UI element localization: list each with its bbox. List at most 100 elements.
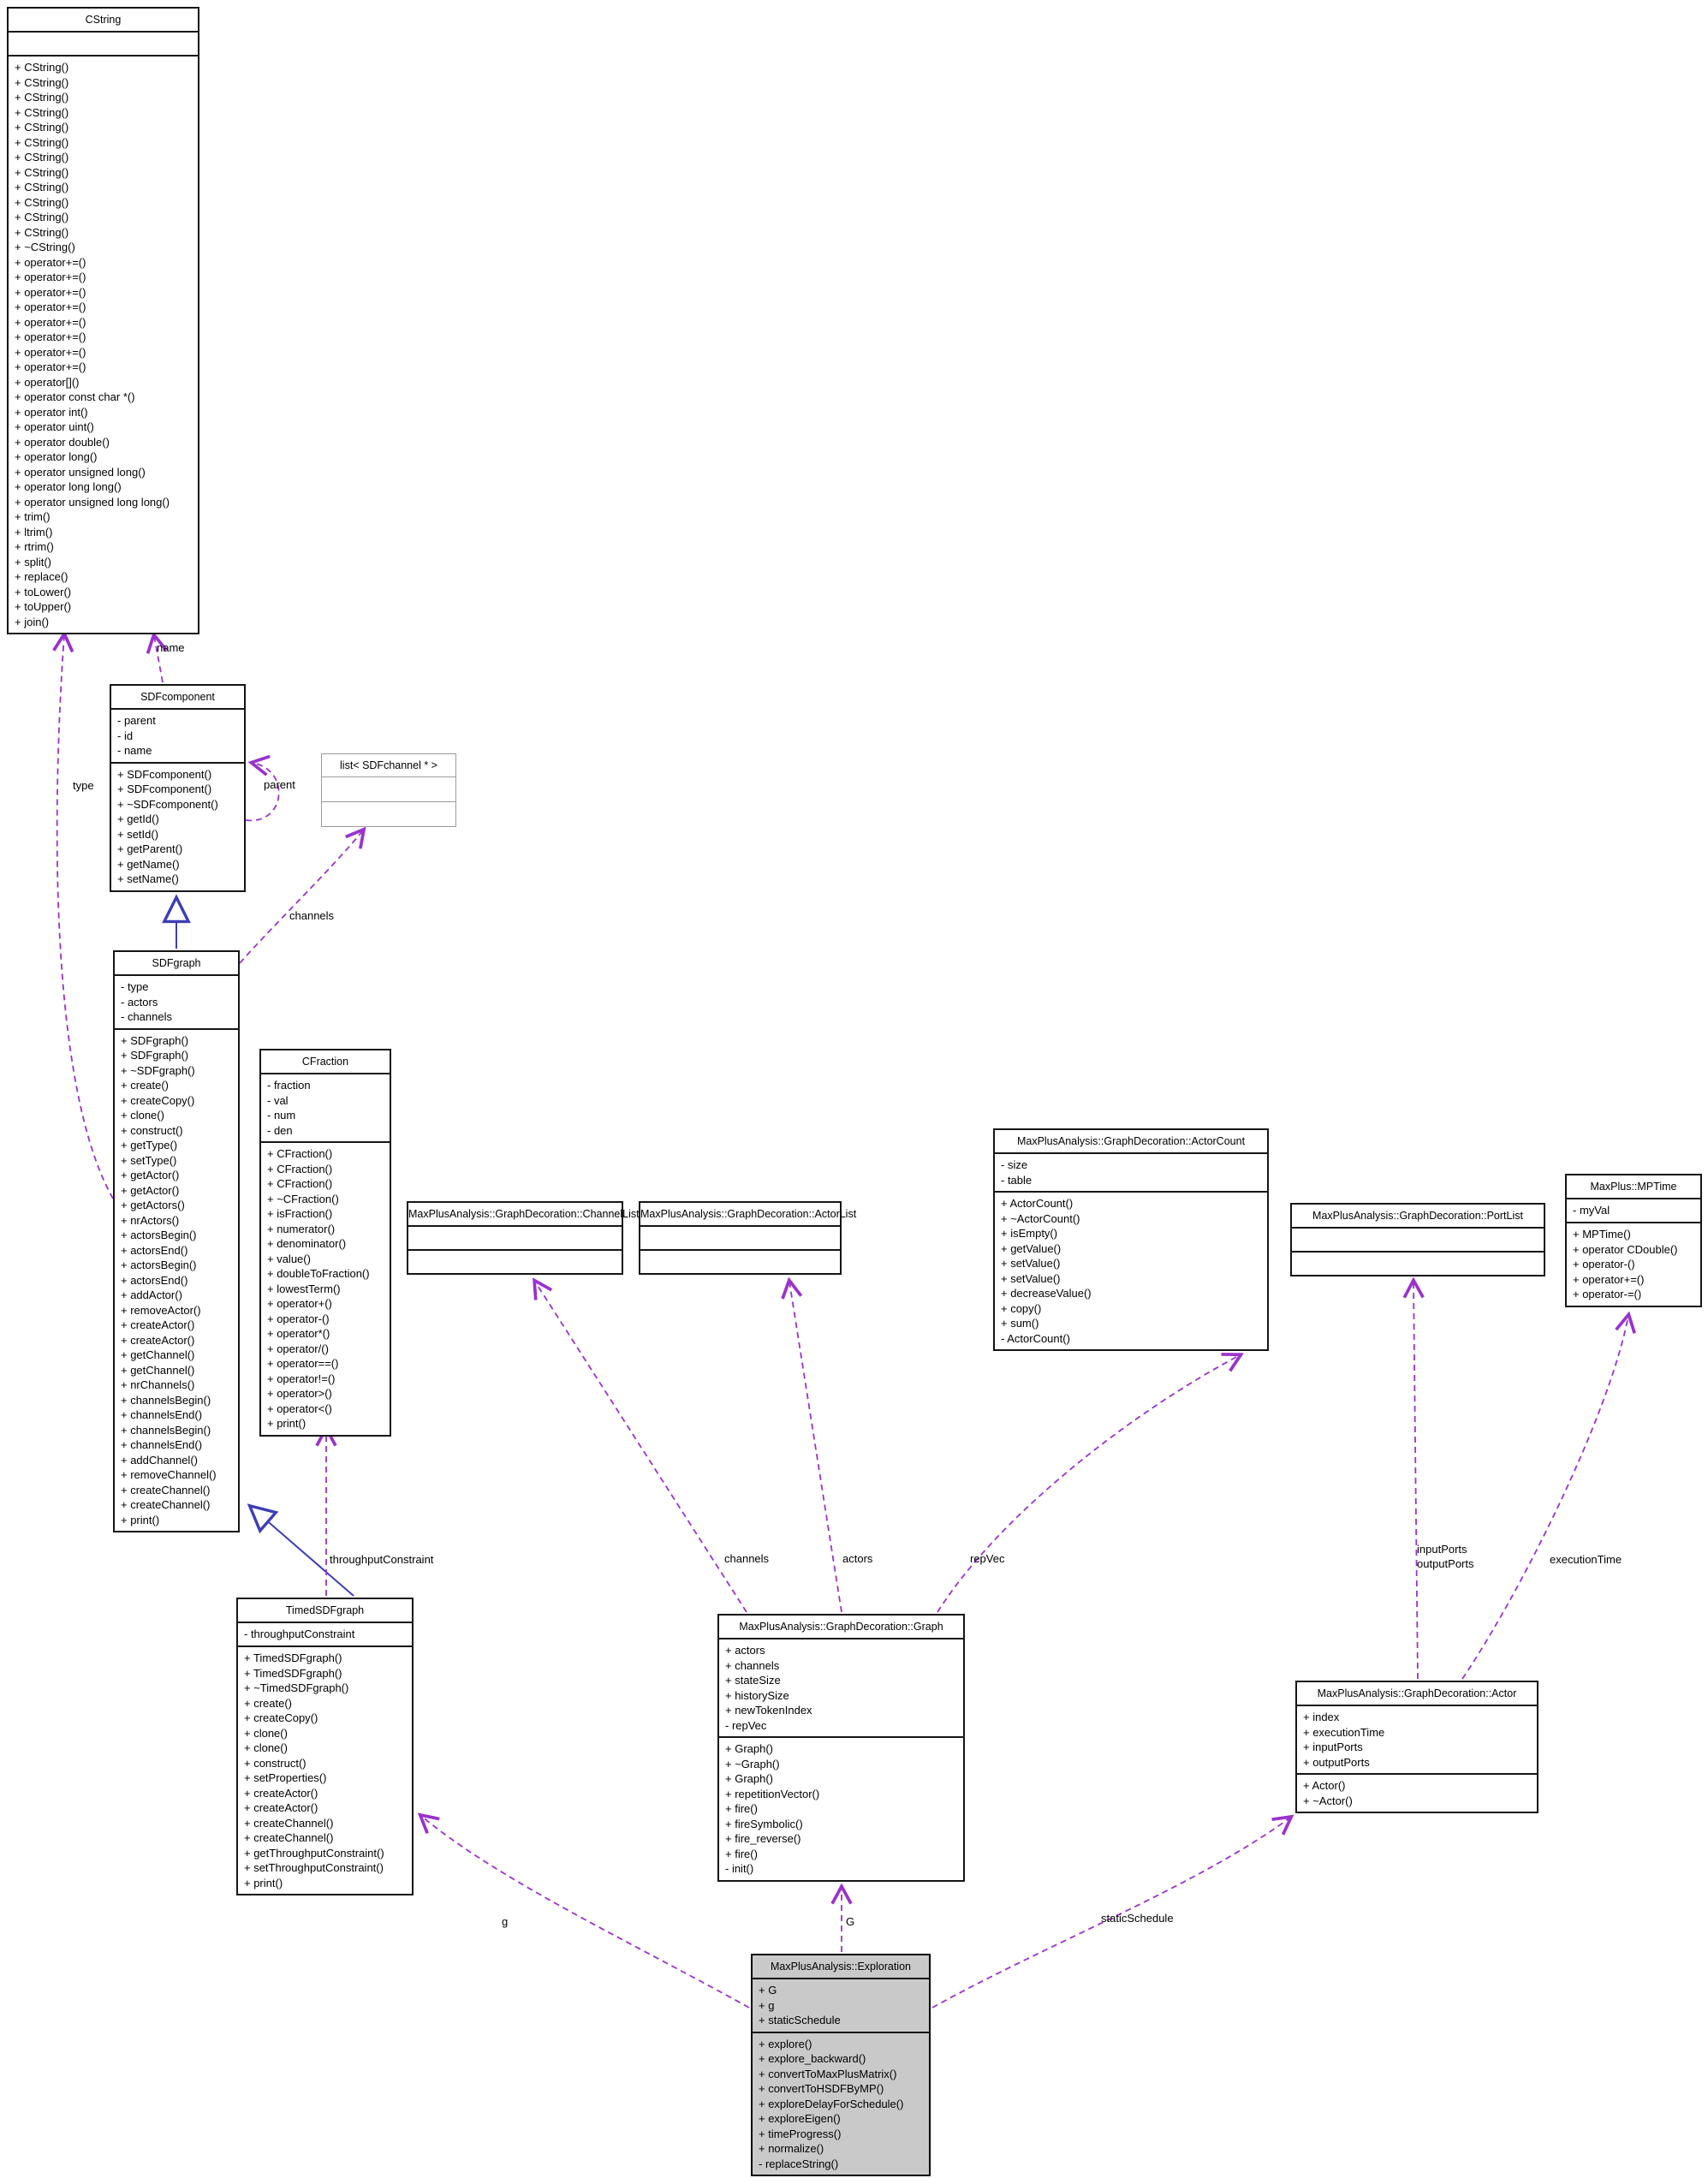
member-line: + ltrim() (15, 525, 53, 539)
class-box-actorlist[interactable]: MaxPlusAnalysis::GraphDecoration::ActorL… (639, 1201, 856, 1275)
member-line: + Actor() (1303, 1779, 1346, 1792)
member-line: + split() (15, 555, 51, 568)
member-line: + operator-=() (1573, 1288, 1642, 1300)
class-attributes: - parent- id- name (111, 708, 244, 762)
member-line: + createChannel() (244, 1816, 334, 1830)
member-line: + doubleToFraction() (267, 1267, 370, 1280)
class-methods: + Graph()+ ~Graph()+ Graph()+ repetition… (719, 1736, 963, 1880)
member-line: + setValue() (1001, 1257, 1061, 1270)
member-line: - name (117, 744, 152, 757)
member-line: + operator*() (267, 1327, 330, 1340)
member-line: + clone() (244, 1726, 288, 1740)
class-box-portlist[interactable]: MaxPlusAnalysis::GraphDecoration::PortLi… (1290, 1203, 1545, 1276)
class-box-sdfgraph[interactable]: SDFgraph - type- actors- channels + SDFg… (113, 950, 240, 1532)
member-line: + operator+=() (15, 360, 86, 373)
member-line: + channelsBegin() (121, 1423, 211, 1437)
member-line: + CString() (15, 211, 69, 223)
class-box-graph[interactable]: MaxPlusAnalysis::GraphDecoration::Graph … (717, 1614, 965, 1882)
member-line: + toUpper() (15, 600, 72, 613)
class-box-channellist[interactable]: MaxPlusAnalysis::GraphDecoration::Channe… (407, 1201, 640, 1275)
member-line: + actorsBegin() (121, 1229, 197, 1241)
member-line: + inputPorts (1303, 1741, 1363, 1753)
member-line: + historySize (725, 1688, 789, 1702)
member-line: + createChannel() (121, 1498, 211, 1511)
member-line: + convertToMaxPlusMatrix() (759, 2067, 897, 2080)
member-line: + getActors() (121, 1199, 185, 1211)
member-line: + createActor() (121, 1318, 195, 1331)
edge-g (421, 1816, 750, 2008)
member-line: + operator int() (15, 405, 88, 419)
class-attributes (640, 1225, 840, 1249)
member-line: + operator+=() (15, 255, 86, 269)
member-line: + operator-() (1573, 1258, 1635, 1270)
member-line: + getType() (121, 1139, 178, 1151)
member-line: + clone() (121, 1109, 164, 1122)
class-methods (322, 801, 455, 826)
edge-label-channels-sdfgraph: channels (289, 909, 335, 922)
member-line: + operator+=() (15, 301, 86, 313)
member-line: + addChannel() (121, 1453, 198, 1467)
class-methods: + TimedSDFgraph()+ TimedSDFgraph()+ ~Tim… (238, 1645, 412, 1894)
member-line: + Graph() (725, 1772, 773, 1785)
member-line: - num (267, 1109, 296, 1122)
class-attributes: + index+ executionTime+ inputPorts+ outp… (1297, 1705, 1537, 1773)
class-methods (640, 1249, 840, 1273)
class-attributes (1292, 1227, 1544, 1251)
edge-actors-graph (789, 1282, 842, 1613)
member-line: + operator+=() (15, 285, 86, 299)
edge-label-repvec: repVec (970, 1552, 1005, 1565)
member-line: + CFraction() (267, 1162, 333, 1175)
member-line: + clone() (244, 1741, 288, 1754)
class-box-mptime[interactable]: MaxPlus::MPTime - myVal + MPTime()+ oper… (1565, 1174, 1702, 1307)
member-line: + timeProgress() (759, 2127, 842, 2140)
member-line: + toLower() (15, 585, 72, 598)
member-line: + index (1303, 1711, 1340, 1723)
class-title: MaxPlusAnalysis::Exploration (771, 1961, 911, 1973)
member-line: + channelsEnd() (121, 1438, 203, 1451)
member-line: + setProperties() (244, 1771, 327, 1784)
member-line: + getName() (117, 857, 180, 871)
member-line: - ActorCount() (1001, 1331, 1070, 1345)
member-line: + getId() (117, 812, 159, 825)
class-methods: + CFraction()+ CFraction()+ CFraction()+… (261, 1141, 390, 1435)
class-title: list< SDFchannel * > (340, 759, 437, 771)
edge-channels-sdfgraph (239, 830, 363, 964)
member-line: + operator+=() (15, 271, 86, 283)
member-line: + operator+=() (1573, 1272, 1645, 1286)
member-line: + denominator() (267, 1237, 347, 1250)
class-methods: + CString()+ CString()+ CString()+ CStri… (9, 55, 198, 633)
edge-label-channels-graph: channels (724, 1552, 770, 1565)
edge-label-g: g (502, 1915, 509, 1928)
member-line: + print() (244, 1876, 283, 1889)
class-title: CFraction (301, 1056, 349, 1068)
member-line: + create() (244, 1696, 292, 1710)
member-line: + TimedSDFgraph() (244, 1666, 342, 1680)
class-box-sdfcomponent[interactable]: SDFcomponent - parent- id- name + SDFcom… (110, 684, 246, 892)
member-line: + exploreDelayForSchedule() (759, 2097, 904, 2110)
edge-label-inputports-outputports: inputPorts outputPorts (1417, 1543, 1474, 1570)
class-box-cfraction[interactable]: CFraction - fraction- val- num- den + CF… (259, 1049, 391, 1437)
class-methods: + Actor()+ ~Actor() (1297, 1773, 1537, 1812)
member-line: + getChannel() (121, 1363, 195, 1377)
member-line: + replace() (15, 570, 68, 583)
member-line: + actors (725, 1644, 765, 1657)
class-box-actorcount[interactable]: MaxPlusAnalysis::GraphDecoration::ActorC… (993, 1128, 1269, 1351)
member-line: + getActor() (121, 1169, 180, 1181)
member-line: + lowestTerm() (267, 1282, 341, 1295)
member-line: + operator+() (267, 1297, 332, 1310)
class-box-timedsdfgraph[interactable]: TimedSDFgraph - throughputConstraint + T… (236, 1598, 414, 1895)
member-line: + print() (267, 1417, 306, 1430)
member-line: + removeActor() (121, 1303, 201, 1317)
member-line: + construct() (121, 1123, 183, 1137)
member-line: + channelsBegin() (121, 1393, 211, 1407)
class-box-cstring[interactable]: CString + CString()+ CString()+ CString(… (7, 7, 199, 634)
edge-label-throughputconstraint: throughputConstraint (330, 1553, 434, 1566)
edge-label-G: G (846, 1915, 855, 1928)
member-line: + G (759, 1984, 777, 1996)
member-line: + normalize() (759, 2142, 824, 2155)
member-line: - myVal (1573, 1204, 1610, 1217)
class-box-actor[interactable]: MaxPlusAnalysis::GraphDecoration::Actor … (1295, 1681, 1538, 1813)
member-line: + ~Graph() (725, 1757, 780, 1770)
member-line: + staticSchedule (759, 2014, 841, 2026)
